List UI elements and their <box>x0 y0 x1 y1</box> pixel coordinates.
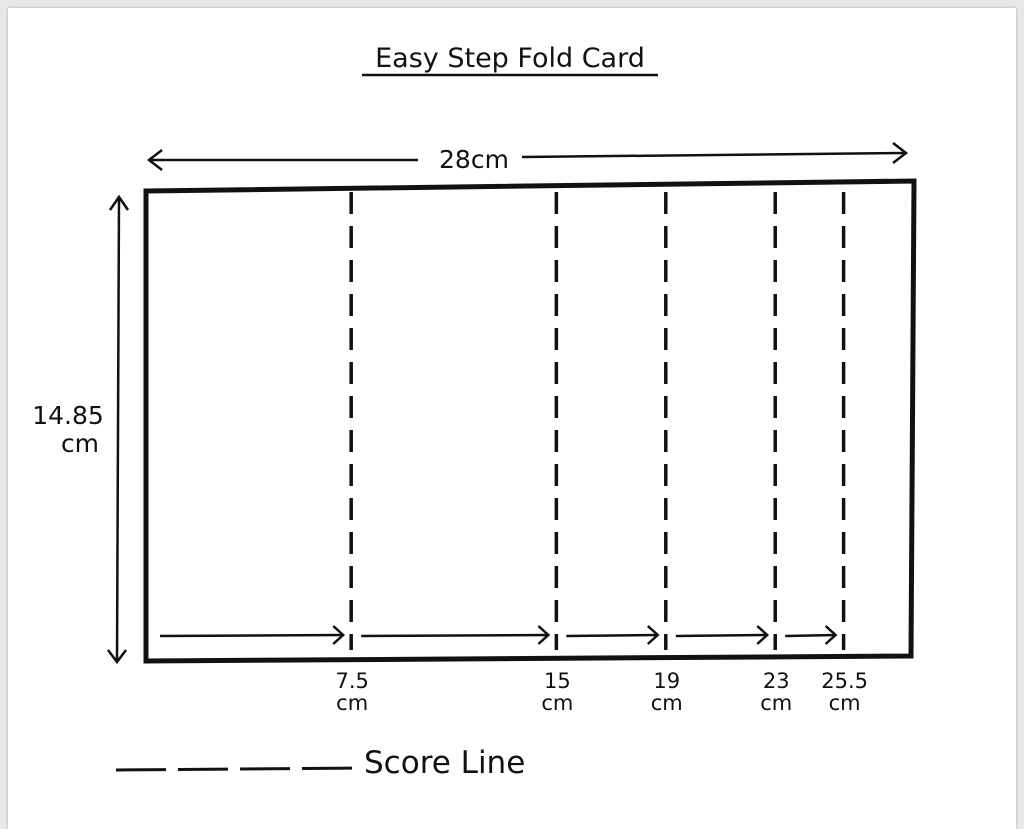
legend: Score Line <box>115 745 525 781</box>
step-arrow-head <box>756 625 770 645</box>
step-arrow-shaft <box>785 633 836 638</box>
legend-dash-sample <box>115 766 361 772</box>
step-arrows-group <box>159 625 838 645</box>
step-arrow-shaft <box>675 633 768 638</box>
score-lines-group <box>349 192 846 650</box>
score-position-unit: cm <box>829 691 861 715</box>
height-label-unit: cm <box>61 429 99 458</box>
height-dimension: 14.85 cm <box>28 194 130 665</box>
diagram-title: Easy Step Fold Card <box>375 43 645 74</box>
height-label-value: 14.85 <box>32 401 104 430</box>
step-arrow-head <box>332 625 346 645</box>
width-dimension: 28cm <box>146 142 909 174</box>
score-position-value: 25.5 <box>821 669 868 693</box>
score-position-unit: cm <box>651 691 683 715</box>
step-arrow-head <box>646 625 660 645</box>
height-arrow-bottom-head <box>107 649 127 665</box>
score-position-unit: cm <box>760 691 792 715</box>
legend-label: Score Line <box>364 745 525 781</box>
step-arrow-head <box>537 625 551 645</box>
paper-sheet <box>8 8 1016 829</box>
step-arrow-head <box>824 625 838 645</box>
step-arrow-shaft <box>566 633 658 638</box>
score-position-value: 15 <box>544 669 571 693</box>
step-arrow-shaft <box>361 633 549 638</box>
width-label: 28cm <box>439 145 509 174</box>
width-arrow-right-shaft <box>521 151 906 159</box>
score-position-value: 23 <box>763 669 790 693</box>
score-position-unit: cm <box>541 691 573 715</box>
card-outline <box>143 178 917 664</box>
width-arrow-left-head <box>146 149 163 171</box>
height-arrow-top-head <box>108 194 130 211</box>
score-position-value: 19 <box>653 669 680 693</box>
step-arrow-shaft <box>159 633 344 638</box>
score-position-value: 7.5 <box>335 669 368 693</box>
height-arrow-shaft <box>115 197 121 662</box>
score-position-unit: cm <box>336 691 368 715</box>
width-arrow-right-head <box>892 142 909 164</box>
